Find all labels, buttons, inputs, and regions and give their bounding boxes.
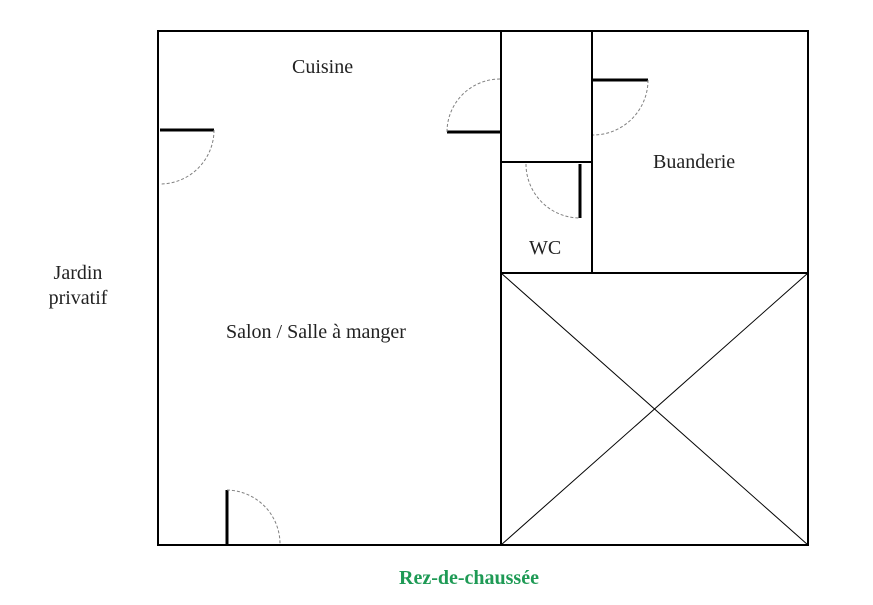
outside-label-line2: privatif [48, 287, 108, 309]
room-label-living: Salon / Salle à manger [226, 321, 406, 343]
room-label-kitchen: Cuisine [292, 56, 354, 78]
floor-title: Rez-de-chaussée [399, 567, 539, 589]
door-entrance [225, 489, 281, 545]
room-label-laundry: Buanderie [653, 151, 736, 173]
door-garden [159, 128, 215, 185]
doors [159, 78, 649, 545]
door-wc [525, 163, 582, 219]
room-label-wc: WC [529, 237, 562, 259]
outer-wall [157, 30, 809, 546]
void-area [500, 272, 809, 546]
door-kitchen [446, 78, 501, 134]
outside-label: Jardin privatif [38, 261, 118, 311]
door-laundry [592, 78, 649, 136]
outside-label-line1: Jardin [53, 262, 103, 284]
